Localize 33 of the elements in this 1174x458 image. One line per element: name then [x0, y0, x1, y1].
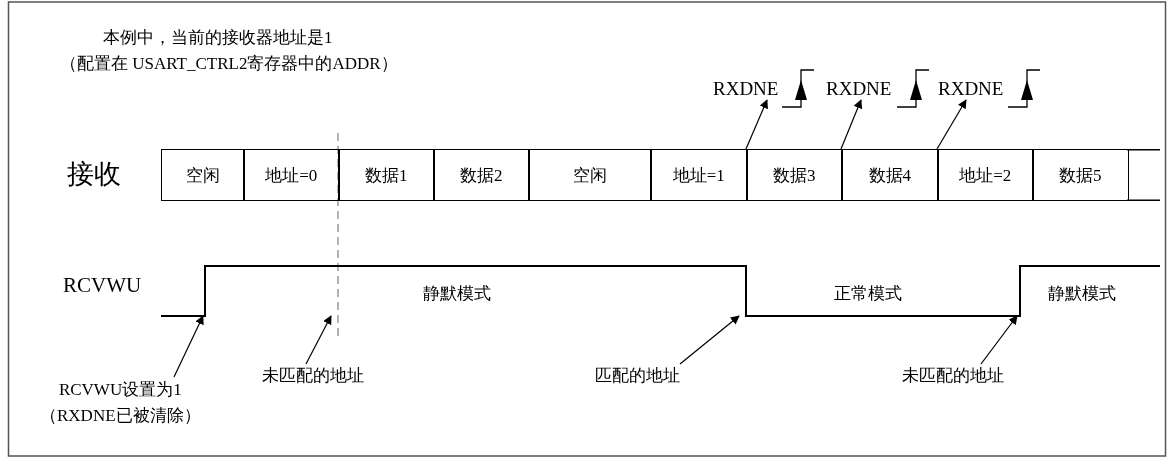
signal-name: RXDNE: [713, 78, 779, 100]
timing-cell: 空闲: [528, 149, 652, 201]
annotation-text: 未匹配的地址: [262, 364, 364, 387]
annotation-text: 匹配的地址: [595, 364, 680, 387]
timing-cell: 空闲: [161, 149, 245, 201]
annotation-text: 未匹配的地址: [902, 364, 1004, 387]
arrow: [679, 315, 740, 365]
arrow: [840, 99, 863, 150]
arrow: [936, 99, 967, 150]
mode-label: 静默模式: [1048, 283, 1116, 305]
signal-name: RXDNE: [826, 78, 892, 100]
signal-name: RXDNE: [938, 78, 1004, 100]
timing-cell: 地址=1: [650, 149, 748, 201]
timing-cell: 数据4: [841, 149, 939, 201]
annotation-text: RCVWU设置为1: [57, 379, 183, 401]
signal-name: RCVWU: [63, 273, 142, 298]
timing-cell: 数据1: [338, 149, 435, 201]
annotation-text: （RXDNE已被清除）: [40, 405, 201, 427]
arrow: [173, 315, 204, 378]
note-text: 本例中，当前的接收器地址是1: [103, 27, 333, 49]
timing-cell: 地址=0: [243, 149, 340, 201]
waveform: [160, 265, 1161, 317]
arrow: [980, 315, 1018, 365]
row-label: 接收: [67, 158, 121, 191]
arrow: [305, 315, 332, 365]
mode-label: 正常模式: [834, 283, 902, 305]
mode-label: 静默模式: [423, 283, 491, 305]
note-text: （配置在 USART_CTRL2寄存器中的ADDR）: [60, 53, 398, 75]
timing-cell: 地址=2: [937, 149, 1034, 201]
timing-cell: 数据5: [1032, 149, 1129, 201]
timing-cell: 数据3: [746, 149, 843, 201]
timing-cell: 数据2: [433, 149, 530, 201]
arrow: [745, 99, 768, 150]
